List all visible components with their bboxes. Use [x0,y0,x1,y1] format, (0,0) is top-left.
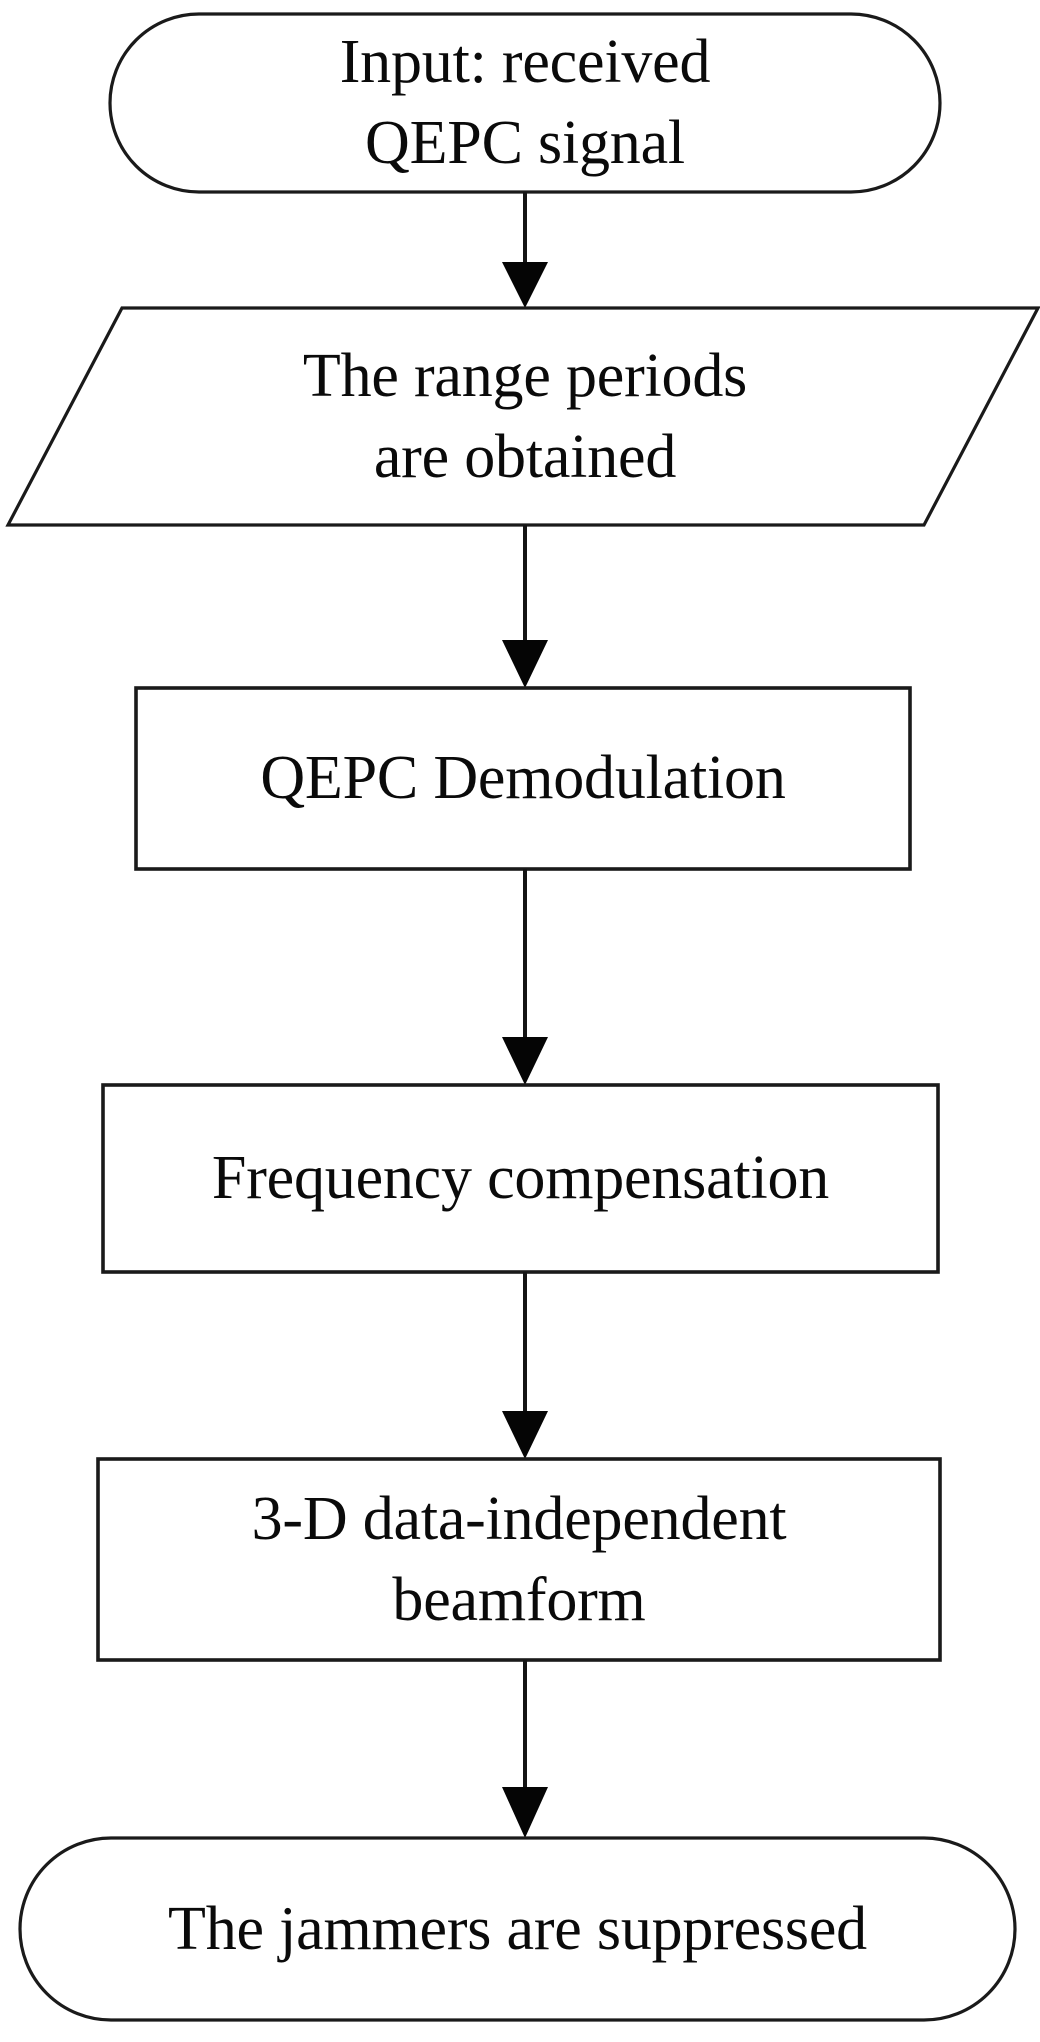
edge-qepc-demodulation-to-frequency-compensation [502,869,548,1085]
edge-range-periods-to-qepc-demodulation [502,525,548,688]
edge-frequency-compensation-to-beamform [502,1272,548,1459]
edge-beamform-to-jammers-suppressed [502,1660,548,1838]
node-shape-jammers-suppressed[interactable] [18,1836,1017,2022]
node-shape-frequency-compensation[interactable] [101,1083,940,1274]
node-shape-range-periods[interactable] [5,306,1040,527]
node-shape-input[interactable] [108,12,942,194]
node-shape-qepc-demodulation[interactable] [134,686,912,871]
edge-input-to-range-periods [502,192,548,308]
node-shape-beamform[interactable] [96,1457,942,1662]
